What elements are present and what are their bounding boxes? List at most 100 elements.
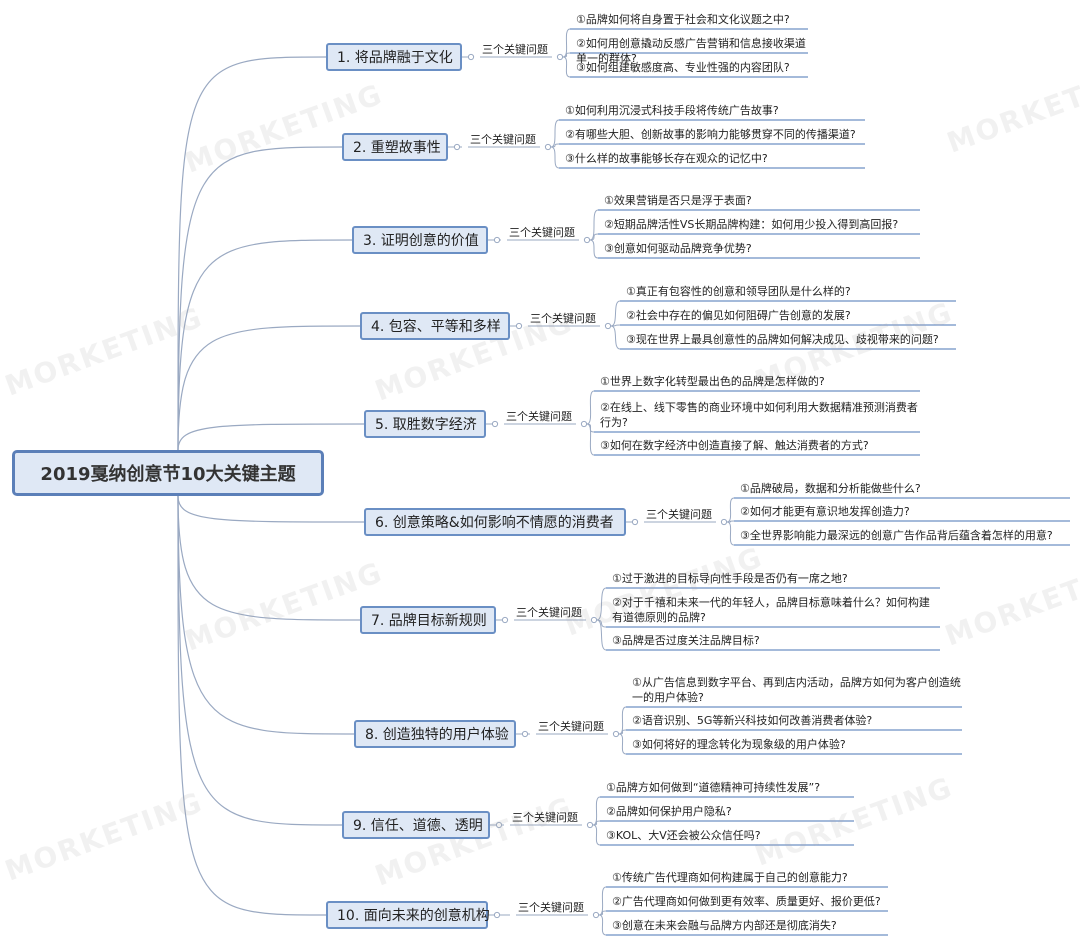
question-branch-line	[726, 497, 735, 523]
connector-label: 三个关键问题	[646, 508, 712, 521]
question-branch-line	[589, 209, 599, 241]
topic-node[interactable]: 9. 信任、道德、透明	[342, 811, 490, 839]
question-item[interactable]: ①效果营销是否只是浮于表面?	[604, 194, 752, 207]
root-branch-line	[177, 239, 353, 451]
question-item[interactable]: ③创意在未来会融与品牌方内部还是彻底消失?	[612, 919, 837, 932]
question-branch-line	[610, 325, 621, 350]
question-item[interactable]: ②如何才能更有意识地发挥创造力?	[740, 505, 910, 518]
question-item[interactable]: ①世界上数字化转型最出色的品牌是怎样做的?	[600, 375, 825, 388]
connector-label: 三个关键问题	[530, 312, 596, 325]
connector-label: 三个关键问题	[538, 720, 604, 733]
question-branch-line	[550, 143, 560, 148]
topic-node[interactable]: 6. 创意策略&如何影响不情愿的消费者	[364, 508, 626, 536]
question-item[interactable]: ③什么样的故事能够长存在观众的记忆中?	[565, 152, 768, 165]
question-item[interactable]: ③如何组建敏感度高、专业性强的内容团队?	[576, 61, 790, 74]
collapse-toggle[interactable]	[590, 616, 598, 624]
question-branch-line	[586, 423, 595, 456]
collapse-toggle[interactable]	[586, 821, 594, 829]
collapse-toggle[interactable]	[592, 911, 600, 919]
topic-node[interactable]: 3. 证明创意的价值	[352, 226, 488, 254]
question-item[interactable]: ②广告代理商如何做到更有效率、质量更好、报价更低?	[612, 895, 881, 908]
question-branch-line	[596, 587, 607, 621]
collapse-toggle[interactable]	[720, 518, 728, 526]
question-item[interactable]: ①品牌方如何做到“道德精神可持续性发展”?	[606, 781, 821, 794]
collapse-toggle[interactable]	[493, 236, 501, 244]
topic-node[interactable]: 5. 取胜数字经济	[364, 410, 486, 438]
connector-label: 三个关键问题	[506, 410, 572, 423]
collapse-toggle[interactable]	[556, 53, 564, 61]
root-branch-line	[177, 495, 365, 523]
collapse-toggle[interactable]	[631, 518, 639, 526]
question-item[interactable]: ②如何用创意撬动反感广告营销和信息接收渠道单一的群体?	[576, 37, 806, 65]
question-branch-line	[589, 239, 599, 259]
connector-label: 三个关键问题	[470, 133, 536, 146]
connector-label: 三个关键问题	[512, 811, 578, 824]
question-branch-line	[596, 619, 607, 651]
question-branch-line	[726, 521, 735, 546]
collapse-toggle[interactable]	[495, 821, 503, 829]
question-item[interactable]: ②社会中存在的偏见如何阻碍广告创意的发展?	[626, 309, 851, 322]
question-branch-line	[610, 300, 621, 327]
question-item[interactable]: ②语音识别、5G等新兴科技如何改善消费者体验?	[632, 714, 873, 727]
connector-label: 三个关键问题	[518, 901, 584, 914]
topic-node[interactable]: 10. 面向未来的创意机构	[326, 901, 490, 929]
question-branch-line	[562, 28, 571, 58]
topic-node[interactable]: 7. 品牌目标新规则	[360, 606, 496, 634]
question-item[interactable]: ①传统广告代理商如何构建属于自己的创意能力?	[612, 871, 848, 884]
question-item[interactable]: ①如何利用沉浸式科技手段将传统广告故事?	[565, 104, 779, 117]
topic-node[interactable]: 1. 将品牌融于文化	[326, 43, 462, 71]
question-item[interactable]: ③品牌是否过度关注品牌目标?	[612, 634, 760, 647]
question-item[interactable]: ①从广告信息到数字平台、再到店内活动，品牌方如何为客户创造统一的用户体验?	[632, 676, 961, 704]
topic-node[interactable]: 2. 重塑故事性	[342, 133, 448, 161]
connector-label: 三个关键问题	[482, 43, 548, 56]
question-item[interactable]: ①品牌如何将自身置于社会和文化议题之中?	[576, 13, 790, 26]
collapse-toggle[interactable]	[521, 730, 529, 738]
collapse-toggle[interactable]	[583, 236, 591, 244]
question-branch-line	[592, 824, 601, 846]
question-branch-line	[586, 390, 595, 425]
root-branch-line	[177, 495, 343, 826]
question-item[interactable]: ②有哪些大胆、创新故事的影响力能够贯穿不同的传播渠道?	[565, 128, 856, 141]
collapse-toggle[interactable]	[453, 143, 461, 151]
question-branch-line	[618, 706, 627, 735]
root-branch-line	[177, 423, 365, 451]
collapse-toggle[interactable]	[501, 616, 509, 624]
question-item[interactable]: ①过于激进的目标导向性手段是否仍有一席之地?	[612, 572, 848, 585]
topic-node[interactable]: 4. 包容、平等和多样	[360, 312, 510, 340]
question-item[interactable]: ②对于千禧和未来一代的年轻人，品牌目标意味着什么？如何构建有道德原则的品牌?	[612, 596, 930, 624]
question-branch-line	[562, 56, 571, 78]
question-item[interactable]: ②品牌如何保护用户隐私?	[606, 805, 732, 818]
question-branch-line	[550, 146, 560, 169]
connector-label: 三个关键问题	[516, 606, 582, 619]
collapse-toggle[interactable]	[491, 420, 499, 428]
question-item[interactable]: ②在线上、线下零售的商业环境中如何利用大数据精准预测消费者行为?	[600, 401, 918, 429]
question-item[interactable]: ②短期品牌活性VS长期品牌构建：如何用少投入得到高回报?	[604, 218, 899, 231]
topic-node[interactable]: 8. 创造独特的用户体验	[354, 720, 516, 748]
question-item[interactable]: ③如何将好的理念转化为现象级的用户体验?	[632, 738, 846, 751]
question-item[interactable]: ③全世界影响能力最深远的创意广告作品背后蕴含着怎样的用意?	[740, 529, 1053, 542]
root-branch-line	[177, 56, 327, 451]
collapse-toggle[interactable]	[604, 322, 612, 330]
collapse-toggle[interactable]	[544, 143, 552, 151]
question-branch-line	[596, 619, 607, 628]
collapse-toggle[interactable]	[612, 730, 620, 738]
root-branch-line	[177, 495, 355, 735]
question-branch-line	[598, 914, 607, 936]
question-branch-line	[598, 886, 607, 916]
question-item[interactable]: ①品牌破局，数据和分析能做些什么?	[740, 482, 921, 495]
root-topic[interactable]: 2019戛纳创意节10大关键主题	[12, 450, 324, 496]
question-item[interactable]: ③现在世界上最具创意性的品牌如何解决成见、歧视带来的问题?	[626, 333, 939, 346]
question-item[interactable]: ③KOL、大V还会被公众信任吗?	[606, 829, 761, 842]
question-branch-line	[618, 733, 627, 755]
collapse-toggle[interactable]	[493, 911, 501, 919]
root-branch-line	[177, 495, 327, 916]
question-item[interactable]: ①真正有包容性的创意和领导团队是什么样的?	[626, 285, 851, 298]
question-branch-line	[592, 796, 601, 826]
root-branch-line	[177, 325, 361, 451]
question-item[interactable]: ③创意如何驱动品牌竞争优势?	[604, 242, 752, 255]
question-item[interactable]: ③如何在数字经济中创造直接了解、触达消费者的方式?	[600, 439, 869, 452]
collapse-toggle[interactable]	[515, 322, 523, 330]
collapse-toggle[interactable]	[467, 53, 475, 61]
collapse-toggle[interactable]	[580, 420, 588, 428]
